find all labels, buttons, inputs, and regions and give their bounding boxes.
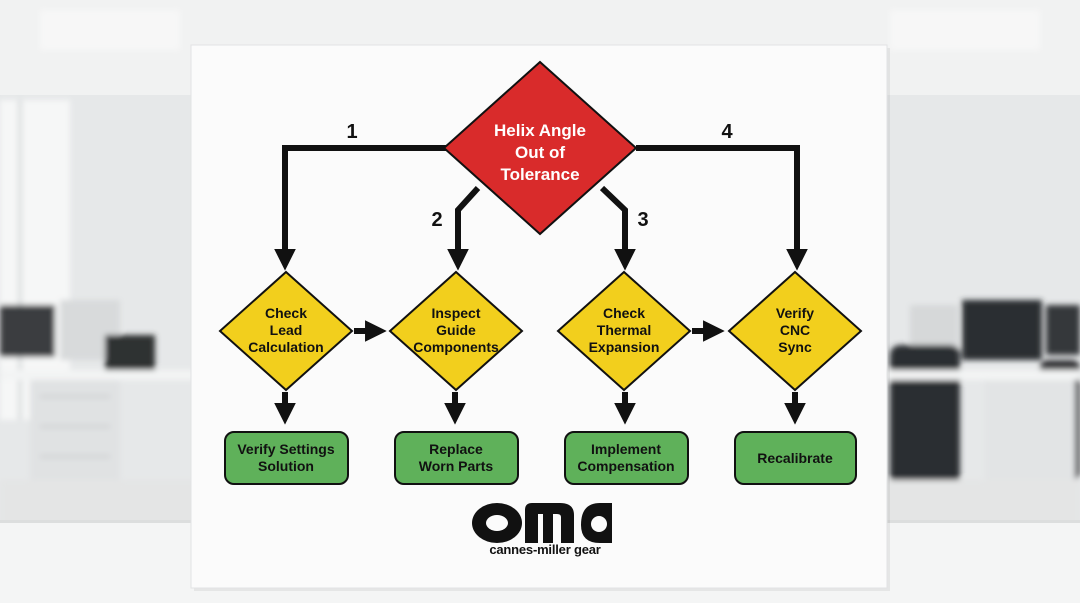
arrow-2 bbox=[447, 185, 481, 271]
arrow-1 bbox=[274, 145, 446, 271]
solution-3-line-1: Implement bbox=[591, 441, 661, 457]
check-4-line-1: Verify bbox=[776, 305, 814, 321]
solution-box-4: Recalibrate bbox=[734, 431, 857, 485]
connectors bbox=[274, 145, 808, 425]
solution-box-1: Verify Settings Solution bbox=[224, 431, 349, 485]
branch-number-2: 2 bbox=[431, 209, 442, 231]
check-decision-4: Verify CNC Sync bbox=[727, 270, 863, 392]
arrow-4 bbox=[636, 145, 808, 271]
check-4-line-2: CNC bbox=[780, 322, 810, 338]
check-decision-1: Check Lead Calculation bbox=[218, 270, 354, 392]
check-1-line-2: Lead bbox=[270, 322, 303, 338]
check-1-line-1: Check bbox=[265, 305, 307, 321]
brand-subtitle: cannes-miller gear bbox=[489, 542, 601, 557]
solution-4-line-1: Recalibrate bbox=[757, 450, 833, 466]
brand: cannes-miller gear bbox=[455, 494, 635, 557]
check-3-line-3: Expansion bbox=[589, 339, 660, 355]
check-2-line-1: Inspect bbox=[431, 305, 480, 321]
check-1-line-3: Calculation bbox=[248, 339, 323, 355]
oma-logo-mark bbox=[472, 503, 612, 543]
solution-box-3: Implement Compensation bbox=[564, 431, 689, 485]
check-decision-3: Check Thermal Expansion bbox=[556, 270, 692, 392]
check-4-line-3: Sync bbox=[778, 339, 812, 355]
solution-2-line-1: Replace bbox=[429, 441, 483, 457]
solution-3-line-2: Compensation bbox=[577, 458, 674, 474]
arrow-3 bbox=[599, 185, 636, 271]
check-2-line-3: Components bbox=[413, 339, 499, 355]
branch-number-4: 4 bbox=[721, 121, 733, 143]
check-3-line-2: Thermal bbox=[597, 322, 651, 338]
root-line-1: Helix Angle bbox=[494, 121, 586, 140]
root-line-2: Out of bbox=[515, 143, 565, 162]
solution-1-line-1: Verify Settings bbox=[237, 441, 334, 457]
solution-1-line-2: Solution bbox=[258, 458, 314, 474]
branch-number-3: 3 bbox=[637, 209, 648, 231]
check-2-line-2: Guide bbox=[436, 322, 476, 338]
root-decision: Helix Angle Out of Tolerance bbox=[442, 60, 638, 236]
check-decision-2: Inspect Guide Components bbox=[388, 270, 524, 392]
solution-2-line-2: Worn Parts bbox=[419, 458, 494, 474]
check-3-line-1: Check bbox=[603, 305, 645, 321]
solution-box-2: Replace Worn Parts bbox=[394, 431, 519, 485]
root-line-3: Tolerance bbox=[500, 165, 579, 184]
branch-number-1: 1 bbox=[346, 121, 357, 143]
